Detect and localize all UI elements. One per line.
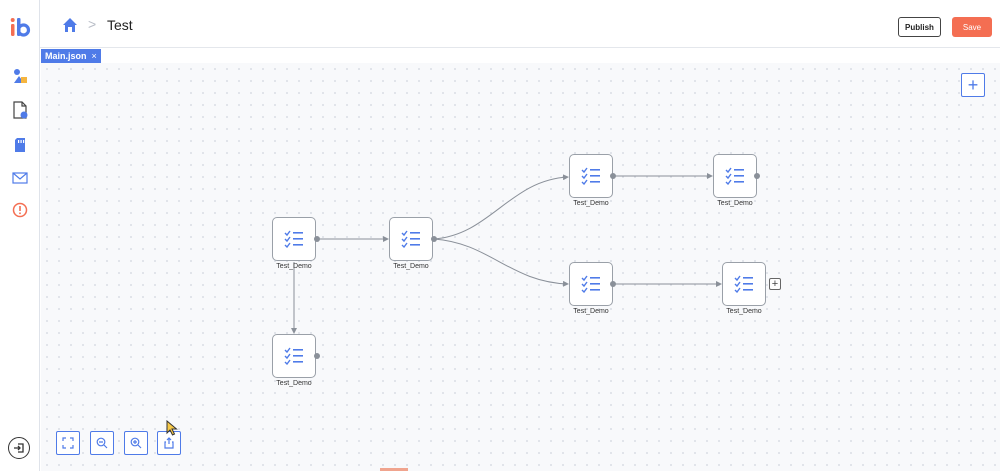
node-output-port[interactable]	[431, 236, 437, 242]
publish-button[interactable]: Publish	[898, 17, 941, 37]
flow-node[interactable]	[272, 217, 316, 261]
app-logo[interactable]	[9, 16, 31, 38]
node-label: Test_Demo	[393, 263, 429, 270]
flow-node[interactable]	[713, 154, 757, 198]
checklist-icon	[284, 230, 303, 248]
add-next-node-button[interactable]: +	[769, 278, 781, 290]
checklist-icon	[581, 167, 600, 185]
node-output-port[interactable]	[314, 353, 320, 359]
breadcrumb-separator: >	[88, 16, 97, 32]
fit-view-button[interactable]	[56, 431, 80, 455]
sidebar	[0, 0, 40, 471]
export-icon	[164, 437, 174, 449]
header: > Test Publish Save	[40, 0, 1000, 48]
checklist-icon	[734, 275, 753, 293]
node-label: Test_Demo	[276, 380, 312, 387]
add-node-button[interactable]: +	[961, 73, 985, 97]
exit-icon	[14, 443, 24, 453]
node-output-port[interactable]	[610, 173, 616, 179]
scroll-indicator	[380, 468, 408, 471]
export-button[interactable]	[157, 431, 181, 455]
node-output-port[interactable]	[754, 173, 760, 179]
zoom-out-icon	[96, 437, 108, 449]
sd-card-icon[interactable]	[10, 135, 30, 155]
checklist-icon	[581, 275, 600, 293]
node-label: Test_Demo	[276, 263, 312, 270]
alert-circle-icon[interactable]	[10, 200, 30, 220]
node-label: Test_Demo	[717, 200, 753, 207]
exit-button[interactable]	[8, 437, 30, 459]
flow-node[interactable]	[272, 334, 316, 378]
mail-icon[interactable]	[10, 168, 30, 188]
flow-node[interactable]	[569, 262, 613, 306]
node-label: Test_Demo	[573, 308, 609, 315]
checklist-icon	[725, 167, 744, 185]
flow-node[interactable]	[722, 262, 766, 306]
page-title: Test	[107, 17, 133, 33]
node-label: Test_Demo	[573, 200, 609, 207]
tab-main-json[interactable]: Main.json ×	[41, 49, 101, 63]
save-button[interactable]: Save	[952, 17, 992, 37]
fit-view-icon	[62, 437, 74, 449]
flow-node[interactable]	[569, 154, 613, 198]
zoom-in-icon	[130, 437, 142, 449]
home-icon[interactable]	[62, 17, 78, 33]
zoom-out-button[interactable]	[90, 431, 114, 455]
mouse-cursor-icon	[166, 420, 178, 436]
node-label: Test_Demo	[726, 308, 762, 315]
tab-close-icon[interactable]: ×	[91, 51, 97, 61]
node-output-port[interactable]	[610, 281, 616, 287]
flow-node[interactable]	[389, 217, 433, 261]
flow-canvas[interactable]	[41, 63, 1000, 471]
checklist-icon	[284, 347, 303, 365]
shapes-icon[interactable]	[10, 66, 30, 86]
zoom-in-button[interactable]	[124, 431, 148, 455]
node-output-port[interactable]	[314, 236, 320, 242]
tab-label: Main.json	[45, 51, 87, 61]
document-info-icon[interactable]	[10, 100, 30, 120]
checklist-icon	[401, 230, 420, 248]
